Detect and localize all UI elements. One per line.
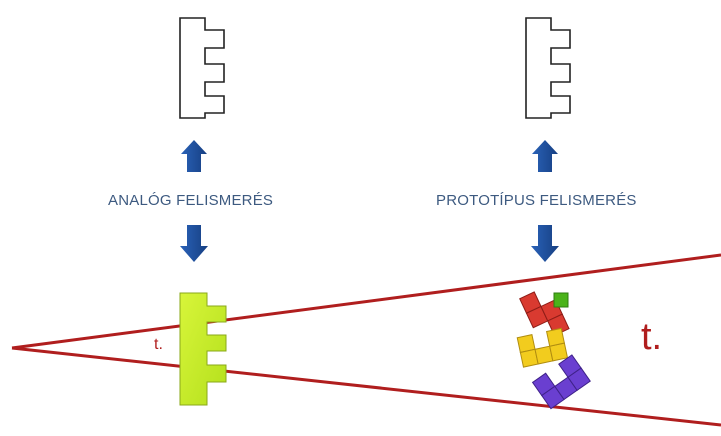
up-arrow-icon-left — [181, 140, 207, 172]
cone-lower-line — [11, 346, 721, 427]
comb-outline-icon-right — [525, 17, 571, 119]
cone-upper-line — [11, 253, 721, 350]
down-arrow-icon-right — [531, 225, 559, 262]
yellow-block — [516, 327, 569, 368]
lime-comb-shape — [179, 292, 227, 406]
green-block — [553, 292, 569, 308]
tetromino-stack — [516, 291, 591, 410]
prototype-recognition-label: PROTOTÍPUS FELISMERÉS — [436, 192, 637, 209]
up-arrow-icon-right — [532, 140, 558, 172]
down-arrow-icon-left — [180, 225, 208, 262]
t-small-label: t. — [154, 336, 163, 353]
analog-recognition-label: ANALÓG FELISMERÉS — [108, 192, 274, 209]
t-large-label: t. — [641, 316, 663, 358]
comb-outline-icon-left — [179, 17, 225, 119]
purple-block — [531, 354, 591, 410]
